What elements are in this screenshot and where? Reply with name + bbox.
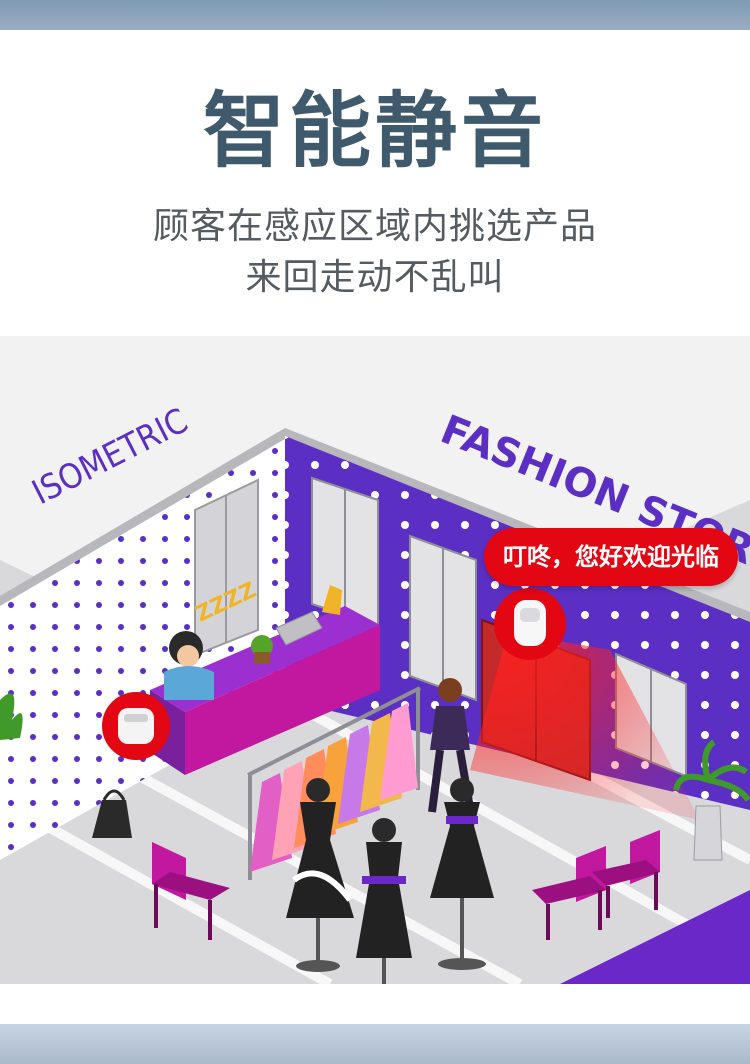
plant-icon [673,739,750,861]
chair-icon [152,842,230,940]
mannequin-icon [430,778,494,970]
subtitle-line-1: 顾客在感应区域内挑选产品 [152,206,597,247]
chair-icon [532,846,606,940]
subtitle-line-2: 来回走动不乱叫 [245,257,505,298]
lamp-icon [322,585,342,615]
bottom-banner-strip [0,1024,750,1064]
left-wall-sign: ISOMETRIC [26,401,194,513]
customer-head [438,678,462,702]
headline: 智能静音 [202,84,547,179]
store-scene-svg: ISOMETRIC FASHION STORE ZZZZ [0,401,750,984]
mannequin-icon [286,778,354,972]
store-illustration: ISOMETRIC FASHION STORE ZZZZ [0,336,750,984]
counter-front [185,625,380,775]
floor-rug [560,890,750,984]
customer-body [430,706,470,750]
handbag-icon [92,800,132,838]
top-banner-strip [0,0,750,30]
clothing-rack [247,686,421,777]
chair-icon [592,830,660,918]
plant-icon [251,635,273,657]
mannequin-icon [356,818,412,984]
sensor-beam [470,632,700,820]
clerk-body [164,666,214,700]
greeting-speech-bubble: 叮咚，您好欢迎光临 [484,528,738,586]
